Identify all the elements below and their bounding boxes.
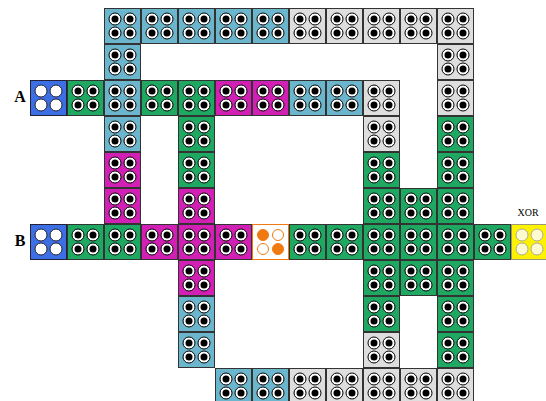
input-label: B bbox=[15, 232, 26, 250]
output-label: XOR bbox=[517, 207, 538, 218]
input-label: A bbox=[14, 88, 26, 106]
